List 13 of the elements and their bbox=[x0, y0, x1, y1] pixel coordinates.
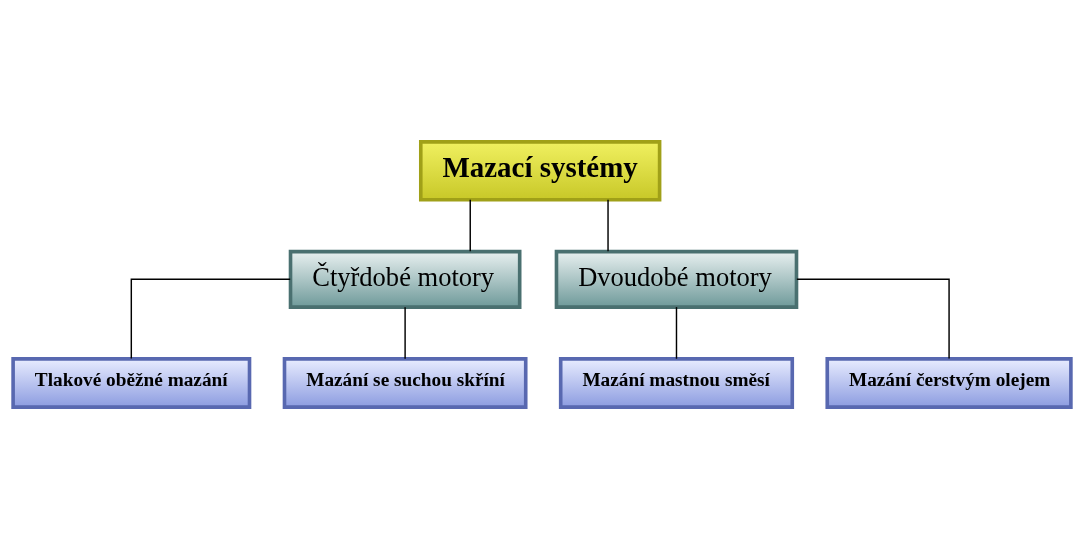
node-box: Tlakové oběžné mazání bbox=[11, 356, 252, 409]
node-box: Dvoudobé motory bbox=[554, 249, 799, 309]
node-box: Čtyřdobé motory bbox=[288, 249, 522, 309]
connector bbox=[469, 198, 471, 252]
connector bbox=[404, 305, 406, 359]
connector bbox=[796, 278, 950, 359]
node-box: Mazání čerstvým olejem bbox=[825, 356, 1073, 409]
node-box: Mazací systémy bbox=[418, 139, 662, 202]
connector bbox=[675, 305, 678, 359]
node-box: Mazání mastnou směsí bbox=[558, 356, 795, 409]
connector bbox=[607, 198, 609, 252]
connector bbox=[130, 278, 291, 359]
node-box: Mazání se suchou skříní bbox=[282, 356, 528, 409]
